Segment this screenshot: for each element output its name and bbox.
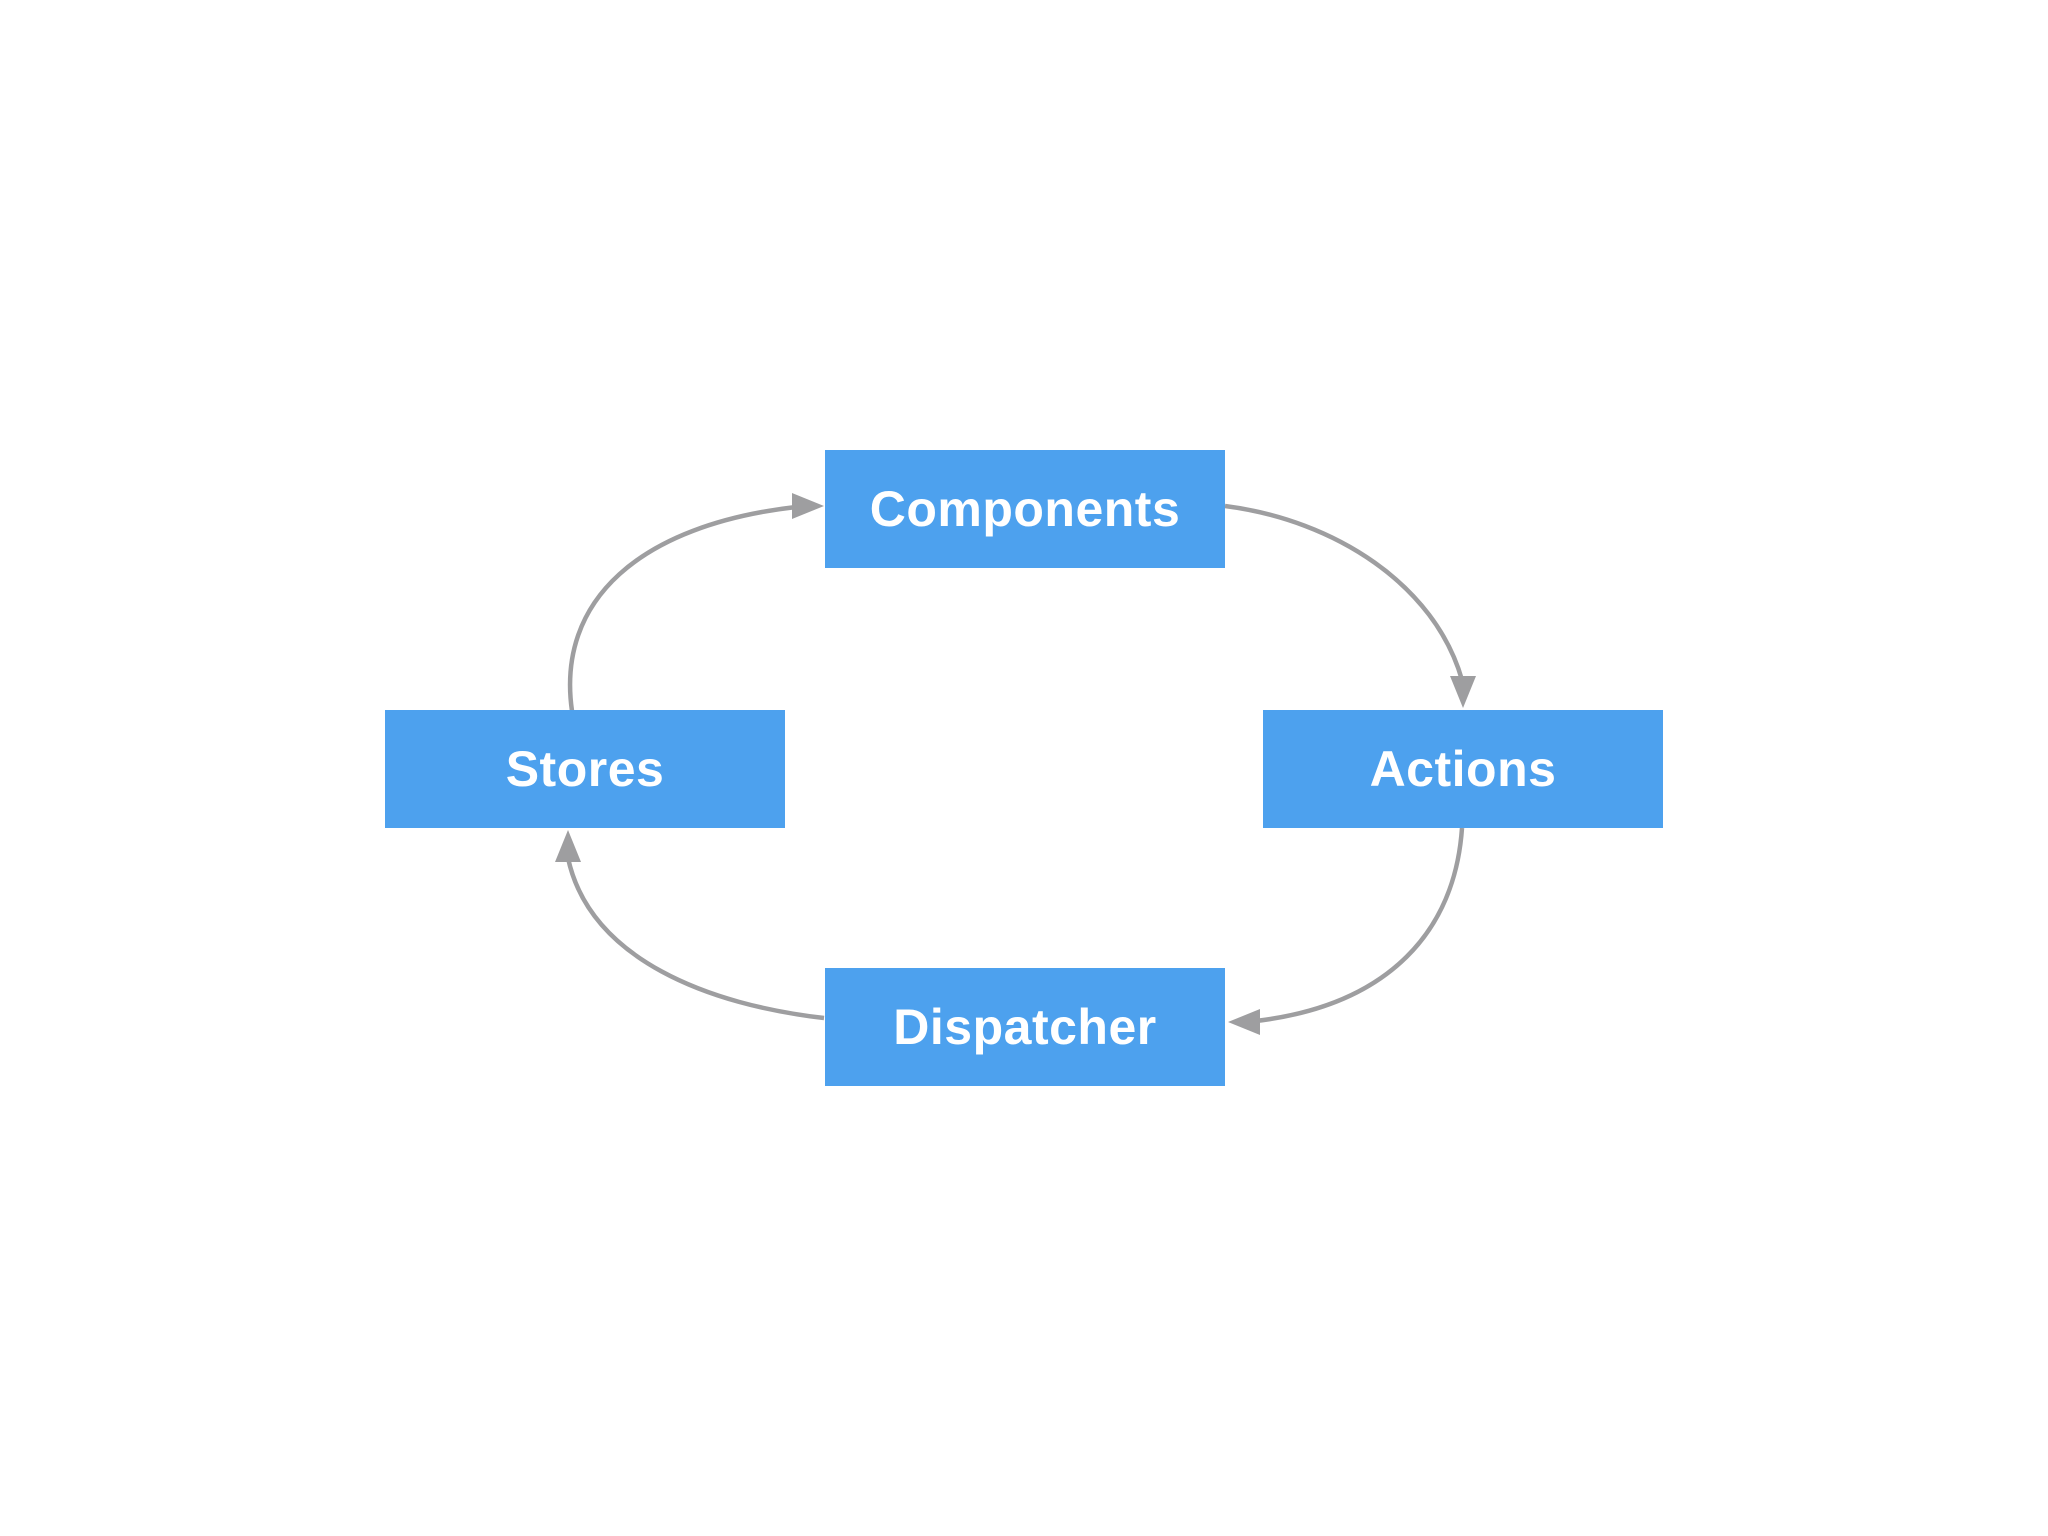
edge-dispatcher-to-stores-arrowhead (555, 830, 581, 862)
edge-actions-to-dispatcher-line (1255, 827, 1465, 1024)
edge-actions-to-dispatcher (1228, 827, 1465, 1035)
node-dispatcher-label: Dispatcher (893, 999, 1157, 1055)
node-stores: Stores (385, 710, 785, 828)
edge-stores-to-components-arrowhead (792, 493, 824, 519)
edge-components-to-actions-arrowhead (1450, 676, 1476, 708)
edge-components-to-actions-line (1224, 503, 1465, 681)
edge-dispatcher-to-stores-line (565, 857, 825, 1021)
edge-dispatcher-to-stores (555, 830, 825, 1021)
edge-stores-to-components (567, 493, 824, 712)
edge-actions-to-dispatcher-arrowhead (1228, 1009, 1260, 1035)
node-stores-label: Stores (505, 741, 665, 797)
node-dispatcher: Dispatcher (825, 968, 1225, 1086)
node-actions: Actions (1263, 710, 1663, 828)
node-actions-label: Actions (1369, 741, 1557, 797)
node-components-label: Components (869, 481, 1181, 537)
node-components: Components (825, 450, 1225, 568)
edge-components-to-actions (1224, 503, 1476, 708)
edge-stores-to-components-line (567, 504, 797, 712)
